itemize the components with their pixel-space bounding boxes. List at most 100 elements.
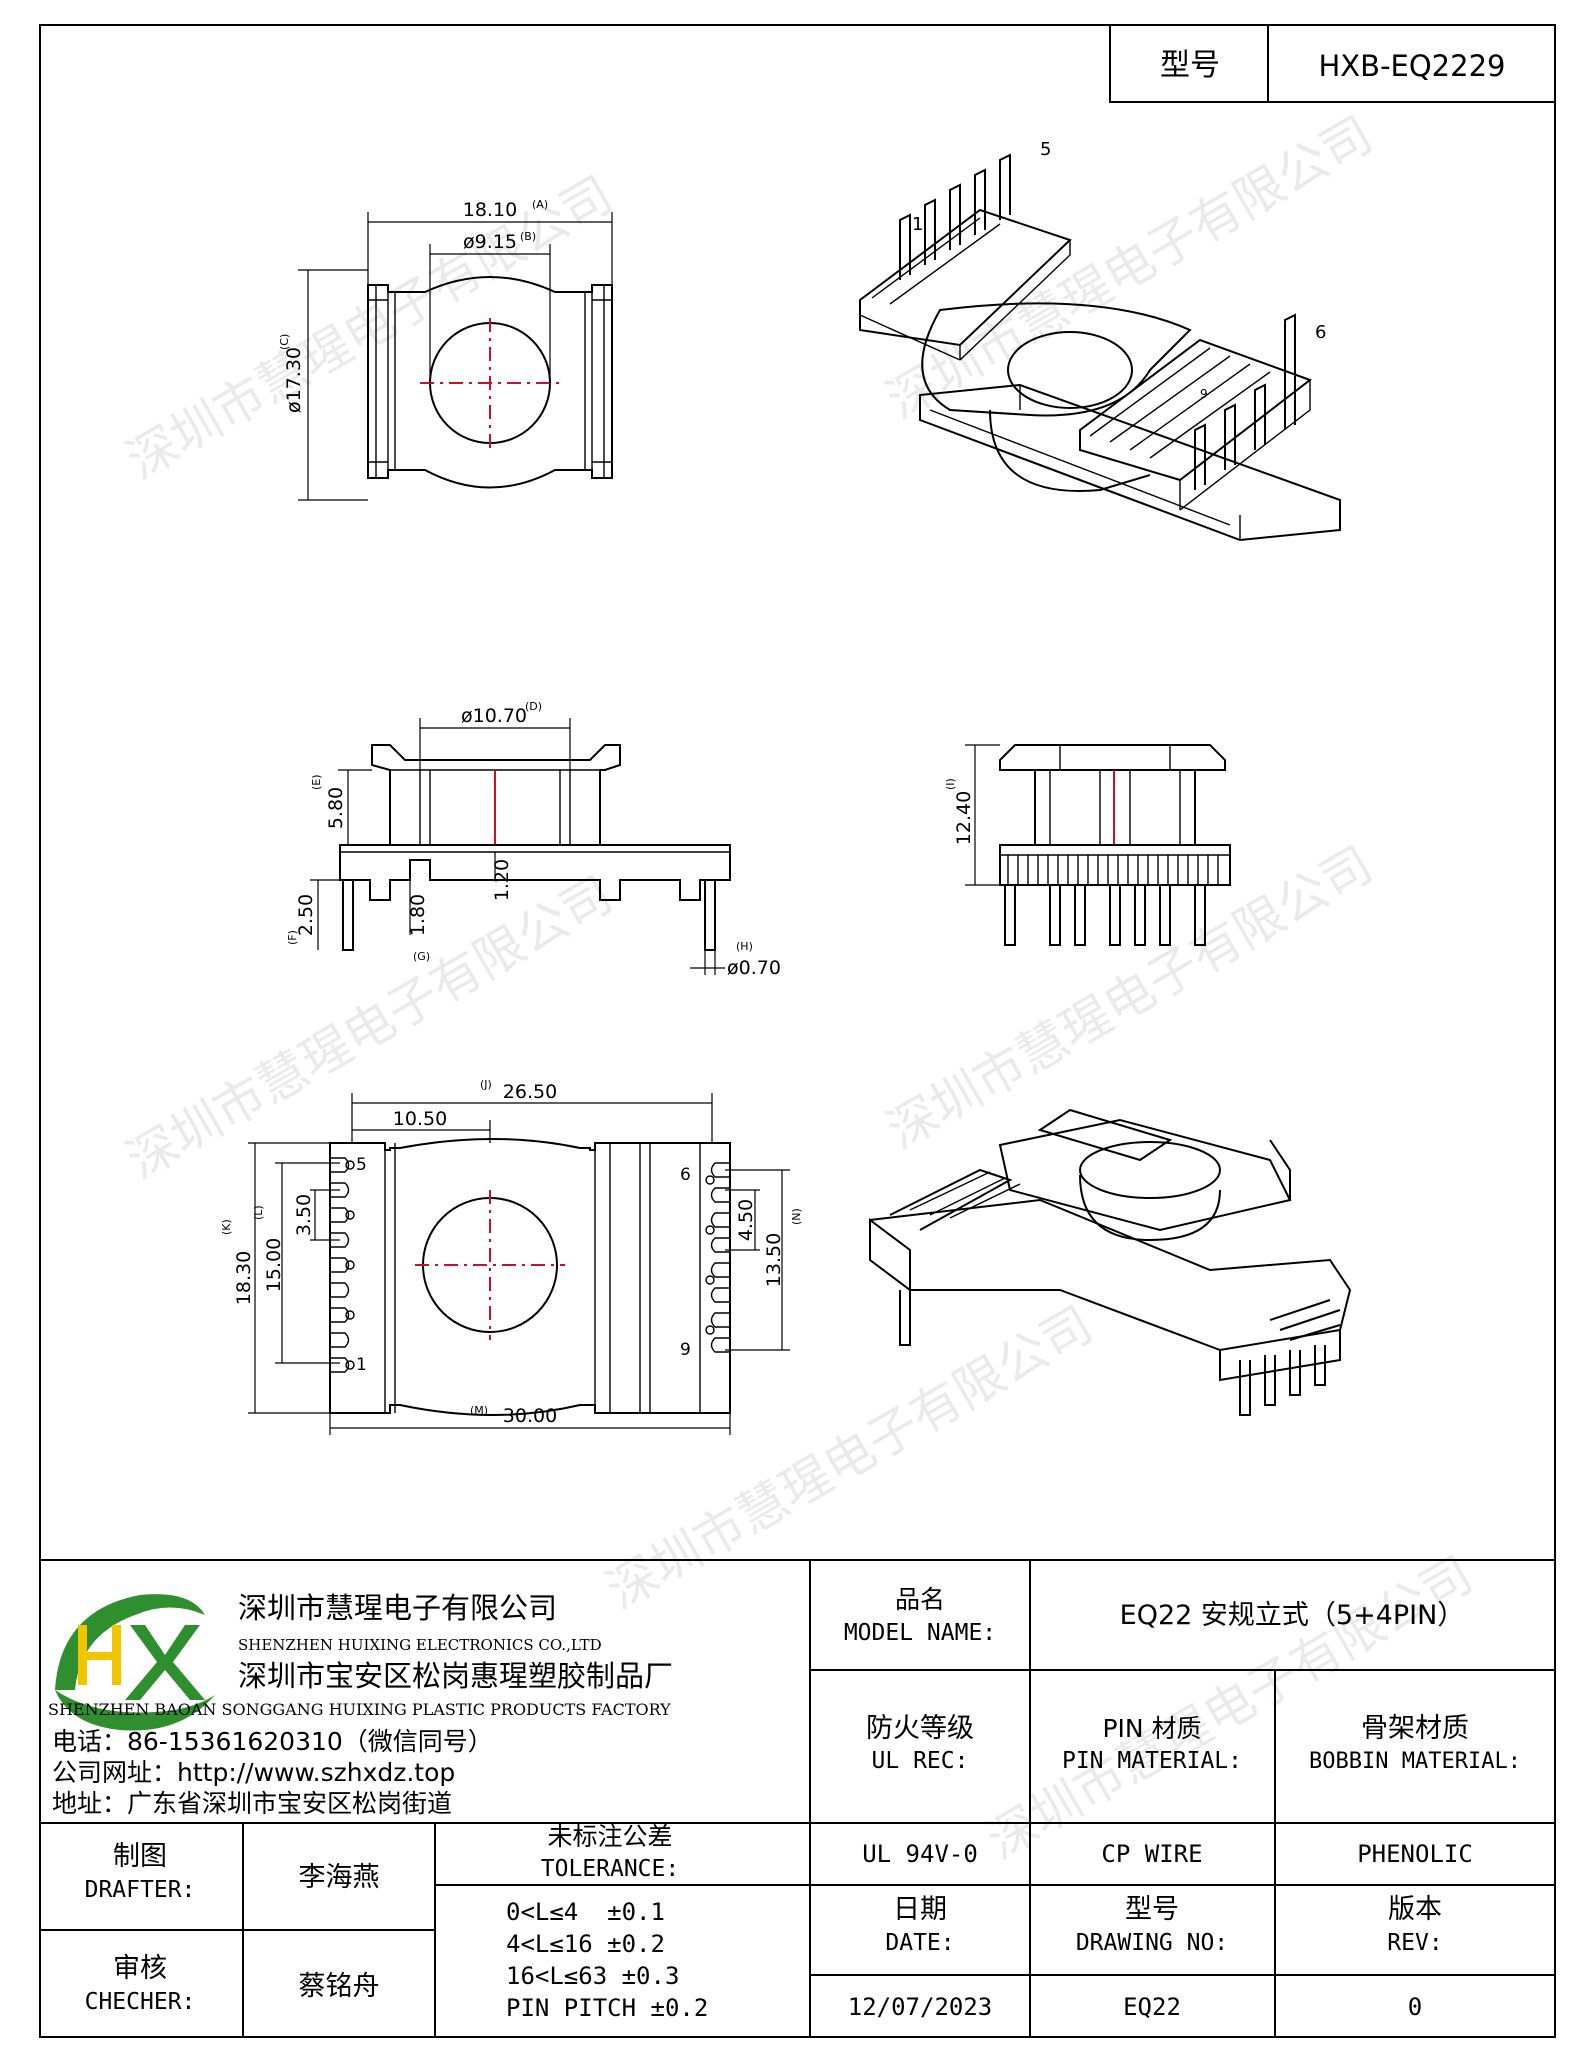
- top-view: 18.10 (A) ø9.15 (B) ø17.30 (C): [278, 198, 613, 501]
- tolerance-line-2: 4<L≤16 ±0.2: [506, 1930, 665, 1958]
- dim-s1: 3.50: [293, 1194, 315, 1236]
- pin-material-value: CP WIRE: [1101, 1840, 1202, 1868]
- company-name-cn-2: 深圳市宝安区松岗惠瑆塑胶制品厂: [238, 1659, 673, 1693]
- dim-wall: 1.20: [491, 859, 513, 901]
- company-name-en-1: SHENZHEN HUIXING ELECTRONICS CO.,LTD: [238, 1636, 602, 1654]
- dim-g-tag: (G): [413, 950, 430, 963]
- company-phone: 电话：86-15361620310（微信同号）: [52, 1727, 493, 1756]
- model-value: HXB-EQ2229: [1319, 49, 1506, 83]
- dim-l-tag: (L): [252, 1205, 265, 1220]
- company-website: 公司网址：http://www.szhxdz.top: [52, 1758, 455, 1787]
- pin-slot-left: [330, 1332, 350, 1348]
- sheet-frame: [39, 24, 1556, 2038]
- dim-d: ø10.70: [461, 705, 527, 727]
- pin-label-1: 1: [912, 214, 923, 235]
- pin-hole-left: [345, 1260, 355, 1270]
- fire-rating-en: UL REC:: [872, 1748, 969, 1774]
- pin-hole-right: [705, 1175, 715, 1185]
- dim-a-tag: (A): [532, 198, 548, 211]
- pin-slot-right: [710, 1187, 730, 1203]
- pin-slot-right: [710, 1312, 730, 1328]
- dim-m-tag: (M): [470, 1404, 488, 1417]
- pin-slot-left: [330, 1207, 350, 1223]
- dim-g: 1.80: [407, 894, 429, 936]
- dim-e: 5.80: [325, 787, 347, 829]
- tolerance-line-3: 16<L≤63 ±0.3: [506, 1962, 679, 1990]
- tolerance-line-1: 0<L≤4 ±0.1: [506, 1898, 665, 1926]
- bottom-pin-6: 6: [680, 1165, 691, 1185]
- rev-cn: 版本: [1388, 1894, 1442, 1925]
- pin-hole-left: [345, 1310, 355, 1320]
- dim-d-tag: (D): [525, 700, 542, 713]
- pin-slot-left: [330, 1157, 350, 1173]
- bobbin-material-value: PHENOLIC: [1357, 1840, 1473, 1868]
- pin-slot-left: [330, 1182, 350, 1198]
- dim-h: ø0.70: [727, 957, 781, 979]
- pin-slot-right: [710, 1262, 730, 1278]
- side-view: ø10.70 (D) 5.80 (E) 2.50 (F) 1.80 (G) 1.…: [286, 700, 781, 979]
- fire-rating-cn: 防火等级: [866, 1713, 974, 1744]
- header-model-box: 型号 HXB-EQ2229: [1109, 24, 1556, 103]
- pin-slot-right: [710, 1162, 730, 1178]
- watermark-4: 深圳市慧瑆电子有限公司: [877, 835, 1382, 1160]
- dim-j: 26.50: [503, 1081, 557, 1103]
- checker-value: 蔡铭舟: [299, 1971, 380, 2002]
- isometric-view-bottom: [869, 1108, 1352, 1416]
- dim-f: 2.50: [295, 894, 317, 936]
- dim-i-tag: (I): [944, 778, 957, 790]
- dim-b: ø9.15: [463, 231, 517, 253]
- pin-slot-right: [710, 1337, 730, 1353]
- dim-k: 18.30: [233, 1251, 255, 1305]
- dim-i: 12.40: [953, 791, 975, 845]
- tolerance-line-4: PIN PITCH ±0.2: [506, 1994, 708, 2022]
- pin-slot-right: [710, 1212, 730, 1228]
- dim-m: 30.00: [503, 1405, 557, 1427]
- drawing-no-cn: 型号: [1125, 1894, 1179, 1925]
- drawing-no-value: EQ22: [1123, 1993, 1181, 2021]
- bobbin-material-cn: 骨架材质: [1361, 1713, 1469, 1744]
- bottom-view: 5 1 6 9 26.50 (J) 10.50 18.30 (K) 15.00 …: [220, 1078, 803, 1435]
- drafter-value: 李海燕: [299, 1862, 380, 1893]
- dim-k-tag: (K): [220, 1219, 233, 1235]
- dim-pitch: 10.50: [393, 1108, 447, 1130]
- tolerance-en: TOLERANCE:: [541, 1856, 679, 1882]
- dim-j-tag: (J): [480, 1078, 492, 1091]
- watermark-6: 深圳市慧瑆电子有限公司: [977, 1545, 1482, 1870]
- pin-slot-right: [710, 1287, 730, 1303]
- pin-hole-left: [345, 1360, 355, 1370]
- watermark-1: 深圳市慧瑆电子有限公司: [117, 165, 622, 490]
- pin-slot-left: [330, 1357, 350, 1373]
- watermark-5: 深圳市慧瑆电子有限公司: [597, 1295, 1102, 1620]
- company-name-en-2: SHENZHEN BAOAN SONGGANG HUIXING PLASTIC …: [48, 1700, 671, 1719]
- dim-a: 18.10: [463, 199, 517, 221]
- company-name-cn-1: 深圳市慧瑆电子有限公司: [238, 1591, 557, 1625]
- checker-en: CHECHER:: [85, 1989, 196, 2015]
- drafter-en: DRAFTER:: [85, 1877, 196, 1903]
- model-name-cn: 品名: [895, 1585, 945, 1614]
- dim-l: 15.00: [263, 1238, 285, 1292]
- pin-material-en: PIN MATERIAL:: [1062, 1748, 1242, 1774]
- bottom-pin-1: 1: [356, 1355, 367, 1375]
- pin-label-6: 6: [1315, 322, 1326, 343]
- dim-h-tag: (H): [736, 940, 753, 953]
- pin-slot-left: [330, 1257, 350, 1273]
- fire-rating-value: UL 94V-0: [862, 1840, 978, 1868]
- pin-label-9: 9: [1200, 387, 1208, 401]
- dim-n: 13.50: [763, 1233, 785, 1287]
- pin-hole-left: [345, 1160, 355, 1170]
- dim-b-tag: (B): [520, 230, 536, 243]
- dim-f-tag: (F): [286, 930, 299, 945]
- dim-n-tag: (N): [790, 1208, 803, 1225]
- bottom-pin-5: 5: [356, 1155, 367, 1175]
- rev-en: REV:: [1387, 1930, 1442, 1956]
- dim-c: ø17.30: [283, 347, 305, 413]
- company-logo: [55, 1594, 215, 1731]
- pin-slot-left: [330, 1307, 350, 1323]
- pin-hole-right: [705, 1225, 715, 1235]
- pin-hole-left: [345, 1210, 355, 1220]
- bottom-pin-9: 9: [680, 1340, 691, 1360]
- date-cn: 日期: [893, 1894, 947, 1925]
- dim-e-tag: (E): [310, 774, 323, 790]
- rev-value: 0: [1408, 1993, 1422, 2021]
